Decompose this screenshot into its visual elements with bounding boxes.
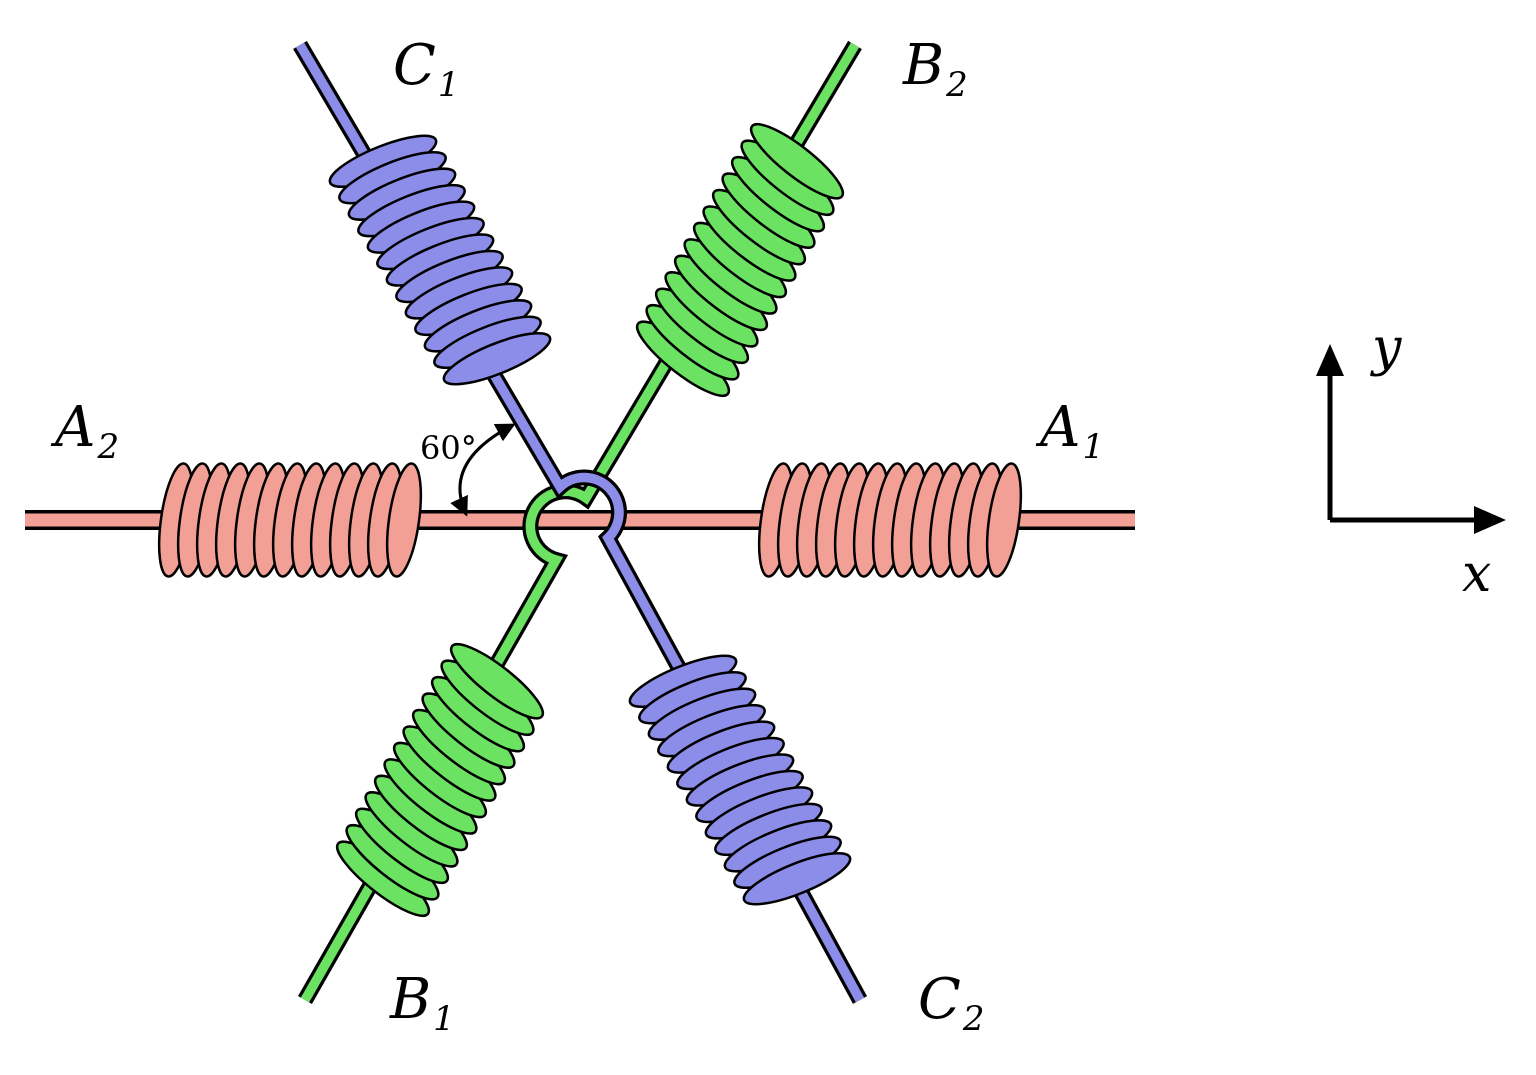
coil-a1 xyxy=(751,460,1029,580)
coil-a2 xyxy=(151,460,429,580)
label-b1-letter: B xyxy=(390,967,432,1032)
label-a2: A2 xyxy=(55,400,120,467)
angle-arc xyxy=(450,423,516,517)
y-axis-arrowhead xyxy=(1316,344,1344,376)
label-b2: B2 xyxy=(903,38,968,105)
label-a1: A1 xyxy=(1040,400,1105,467)
angle-label: 60° xyxy=(420,429,477,467)
label-a2-letter: A xyxy=(55,395,96,460)
label-b2-sub: 2 xyxy=(946,65,968,105)
y-axis-label: y xyxy=(1372,318,1402,378)
label-c2-sub: 2 xyxy=(962,999,985,1039)
label-c1-letter: C xyxy=(393,33,436,98)
label-c1: C1 xyxy=(393,38,460,105)
phase-c-wire xyxy=(293,40,868,1004)
coil-c1 xyxy=(319,111,561,409)
coordinate-axes xyxy=(1316,344,1506,534)
label-c1-sub: 1 xyxy=(437,65,460,105)
x-axis-label: x xyxy=(1462,544,1492,604)
label-b2-letter: B xyxy=(903,33,945,98)
label-a2-sub: 2 xyxy=(97,427,120,467)
coil-c2 xyxy=(619,631,861,929)
label-c2: C2 xyxy=(918,972,985,1039)
label-a1-sub: 1 xyxy=(1082,427,1105,467)
coil-b1 xyxy=(319,631,561,929)
label-c2-letter: C xyxy=(918,967,961,1032)
label-b1: B1 xyxy=(390,972,455,1039)
label-b1-sub: 1 xyxy=(433,999,455,1039)
phase-b-wire xyxy=(298,40,862,1004)
label-a1-letter: A xyxy=(1040,395,1081,460)
x-axis-arrowhead xyxy=(1474,506,1506,534)
